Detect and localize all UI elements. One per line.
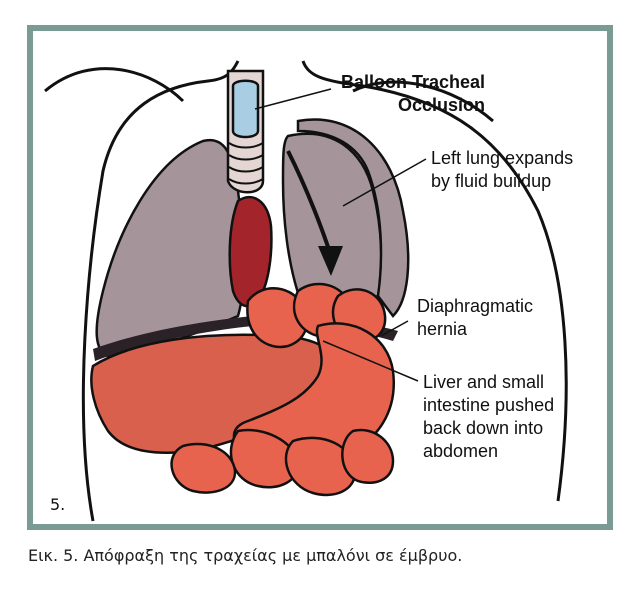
label-liver-line-1: Liver and small <box>423 372 545 392</box>
figure-caption: Εικ. 5. Απόφραξη της τραχείας με μπαλόνι… <box>28 546 463 565</box>
left-lung-outer <box>296 118 410 318</box>
label-hernia-line-2: hernia <box>417 319 468 339</box>
label-liver-intestine: Liver and small intestine pushed back do… <box>423 371 554 463</box>
label-diaphragmatic-hernia: Diaphragmatic hernia <box>417 295 533 341</box>
figure-frame: Balloon Tracheal Occlusion Left lung exp… <box>27 25 613 530</box>
leader-liver <box>322 340 419 382</box>
label-left-lung: Left lung expands by fluid buildup <box>431 147 573 193</box>
label-liver-line-2: intestine pushed <box>423 395 555 415</box>
leader-hernia <box>380 320 409 337</box>
balloon <box>231 79 260 139</box>
shoulder-left <box>44 67 185 103</box>
small-intestine <box>170 282 396 497</box>
body-outline-right <box>301 60 568 502</box>
expansion-arrow-head <box>318 246 343 276</box>
trachea-rings <box>228 142 264 185</box>
label-lung-line-2: by fluid buildup <box>431 171 552 191</box>
label-liver-line-4: abdomen <box>423 441 499 461</box>
label-balloon-occlusion: Balloon Tracheal Occlusion <box>341 71 485 117</box>
label-balloon-line-1: Balloon Tracheal <box>341 72 486 92</box>
label-hernia-line-1: Diaphragmatic <box>417 296 534 316</box>
figure-number: 5. <box>50 495 66 514</box>
leader-lung <box>342 158 427 207</box>
label-balloon-line-2: Occlusion <box>398 95 486 115</box>
label-lung-line-1: Left lung expands <box>431 148 574 168</box>
leader-balloon <box>254 88 332 110</box>
shoulder-right <box>352 80 494 123</box>
label-liver-line-3: back down into <box>423 418 544 438</box>
body-outline <box>81 60 240 522</box>
fetal-anatomy-illustration <box>44 60 568 522</box>
